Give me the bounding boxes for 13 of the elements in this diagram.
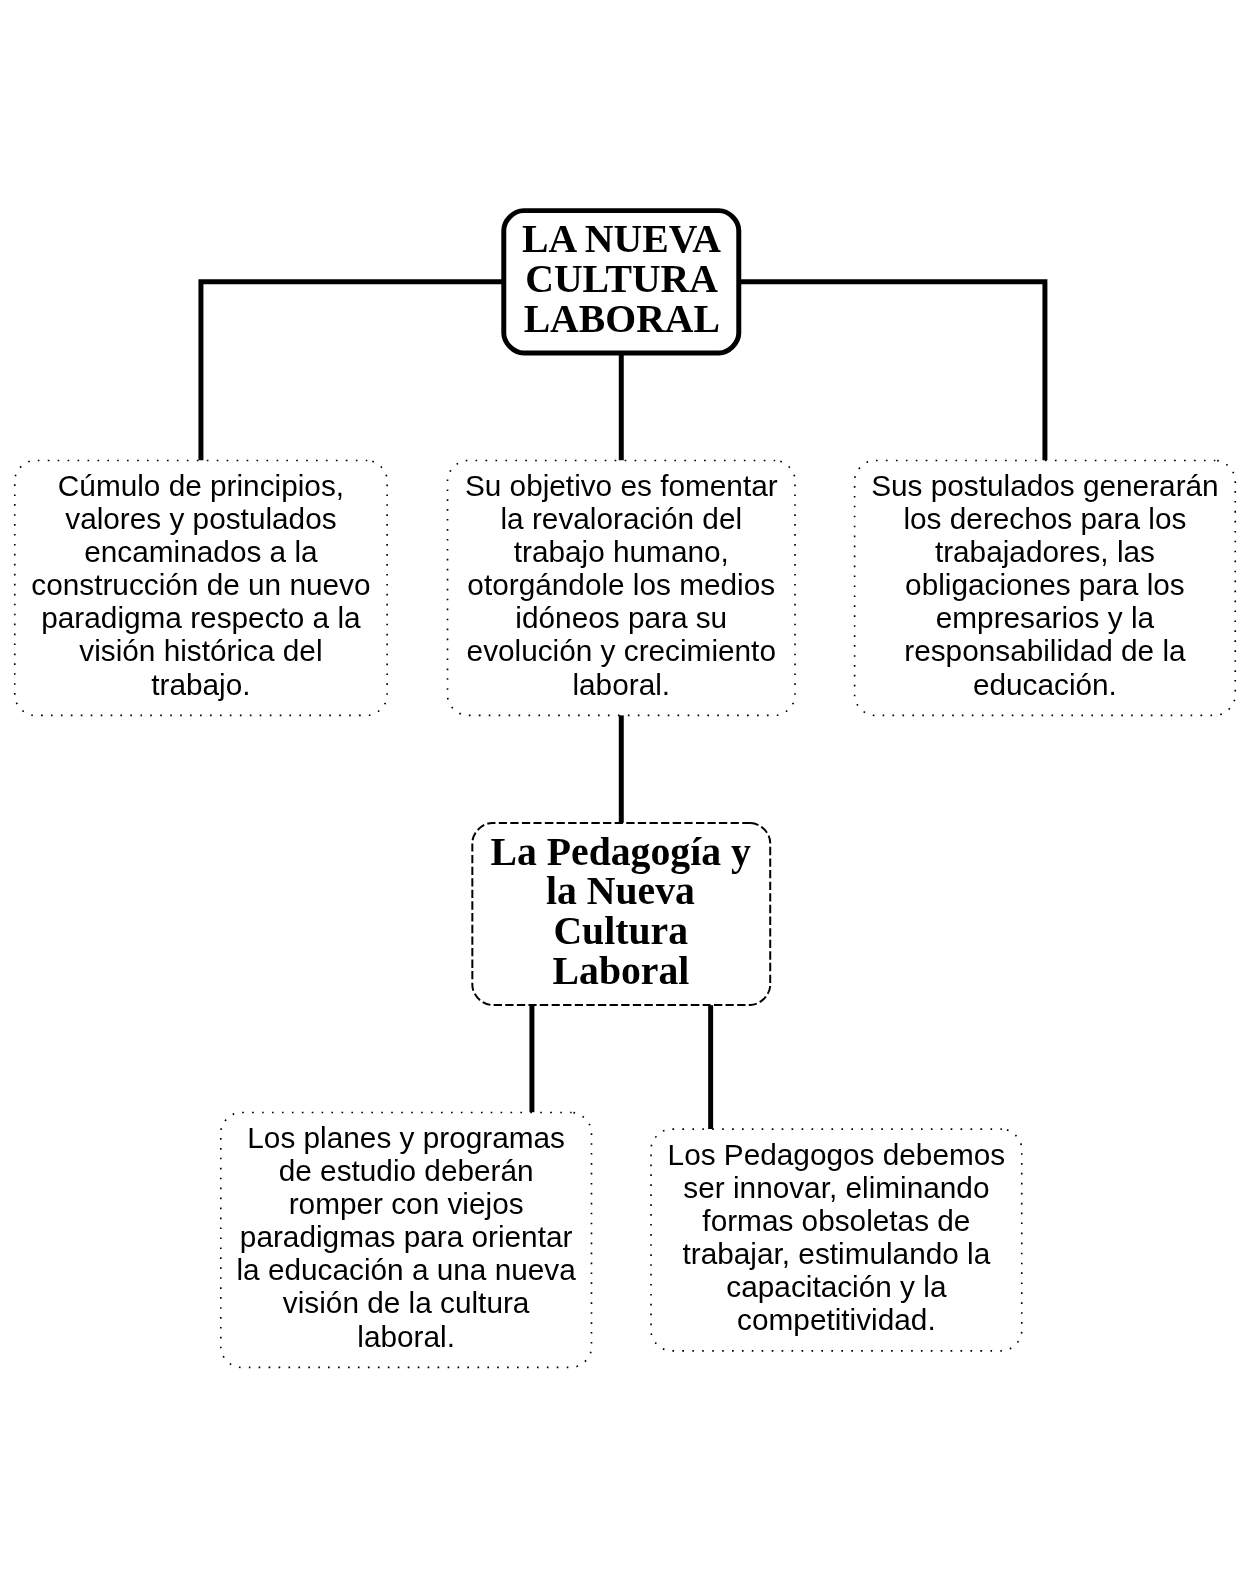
connector (618, 353, 624, 460)
node-box: La Pedagogía y la Nueva Cultura Laboral (471, 821, 772, 1006)
connector (739, 278, 1048, 460)
node-box: Sus postulados generarán los derechos para los trabajadores, las obligaciones para los empresarios y la responsabilidad de la educación. (853, 459, 1237, 716)
node-box: LA NUEVA CULTURA LABORAL (501, 207, 742, 355)
connector (198, 278, 504, 460)
node-box: Su objetivo es fomentar la revaloración del trabajo humano, otorgándole los medios idóneos para su evolución y crecimiento laboral. (446, 459, 796, 716)
connector (529, 1004, 535, 1112)
node-box: Los Pedagogos debemos ser innovar, eliminando formas obsoletas de trabajar, estimulando la capacitación y la competitividad. (650, 1127, 1023, 1352)
connector (708, 1004, 714, 1129)
connector (618, 714, 624, 823)
node-box: Los planes y programas de estudio deberán romper con viejos paradigmas para orientar la educación a una nueva visión de la cultura laboral. (219, 1111, 593, 1368)
node-box: Cúmulo de principios, valores y postulados encaminados a la construcción de un nuevo paradigma respecto a la visión histórica del trabajo. (13, 459, 388, 716)
